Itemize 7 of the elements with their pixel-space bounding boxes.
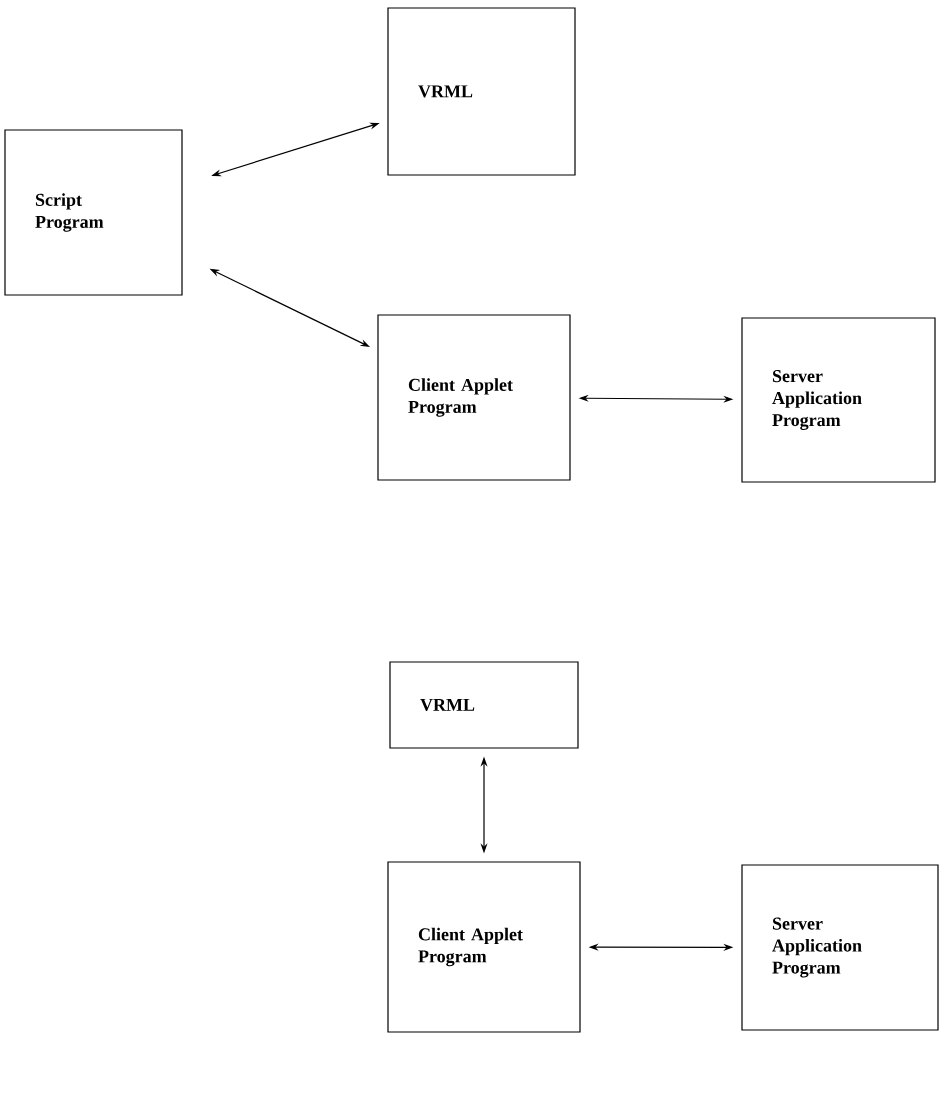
process-box: Server Application Program bbox=[741, 317, 936, 483]
process-box: VRML bbox=[389, 661, 579, 749]
process-box: Script Program bbox=[4, 129, 183, 296]
process-box: Client Applet Program bbox=[387, 861, 581, 1033]
process-box: Server Application Program bbox=[741, 864, 939, 1031]
process-box: VRML bbox=[387, 7, 576, 176]
process-box: Client Applet Program bbox=[377, 314, 571, 481]
